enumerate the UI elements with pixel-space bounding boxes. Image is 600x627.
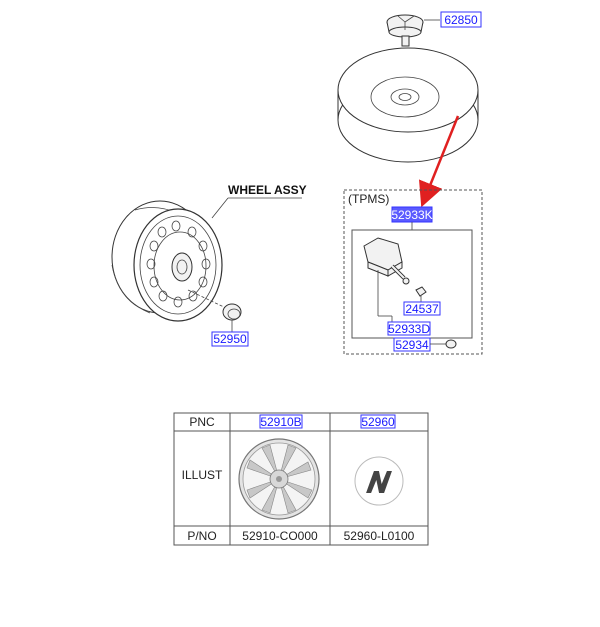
part-label-52950[interactable]: 52950 (211, 331, 249, 347)
part-label-24537[interactable]: 24537 (403, 301, 441, 316)
tpms-label: (TPMS) (348, 192, 389, 206)
spare-tire-illustration (337, 47, 479, 163)
valve-nut-illustration (415, 286, 427, 297)
lug-nut-illustration (386, 14, 424, 47)
part-number-52910b: 52910B (260, 415, 301, 429)
alloy-wheel-illustration (238, 438, 320, 520)
part-label-62850[interactable]: 62850 (440, 11, 482, 28)
part-number-52933d: 52933D (388, 322, 430, 336)
wheel-illustration (111, 200, 223, 322)
table-header-pnc: PNC (189, 415, 215, 429)
tpms-group-box (343, 189, 483, 355)
tpms-sensor-illustration (363, 237, 410, 285)
wheel-cap-illustration (222, 303, 242, 321)
table-pno-52910: 52910-CO000 (242, 529, 318, 543)
table-header-illust: ILLUST (182, 468, 223, 482)
center-cap-illustration (354, 456, 404, 506)
part-number-52934: 52934 (395, 338, 429, 352)
part-number-24537: 24537 (405, 302, 439, 316)
part-label-52934[interactable]: 52934 (393, 337, 431, 352)
table-pnc-52960[interactable]: 52960 (360, 414, 396, 429)
table-pnc-52910b[interactable]: 52910B (259, 414, 303, 429)
table-pno-52960: 52960-L0100 (344, 529, 415, 543)
tpms-location-arrow (419, 115, 460, 208)
part-number-52950: 52950 (213, 332, 247, 346)
part-label-52933d[interactable]: 52933D (387, 321, 431, 336)
part-label-52933k[interactable]: 52933K (391, 206, 433, 223)
part-number-52933k: 52933K (391, 208, 432, 222)
wheel-assy-label: WHEEL ASSY (228, 183, 307, 197)
tpms-cap-illustration (445, 339, 457, 349)
table-header-pno: P/NO (187, 529, 216, 543)
part-number-62850: 62850 (444, 13, 478, 27)
part-number-52960: 52960 (361, 415, 395, 429)
